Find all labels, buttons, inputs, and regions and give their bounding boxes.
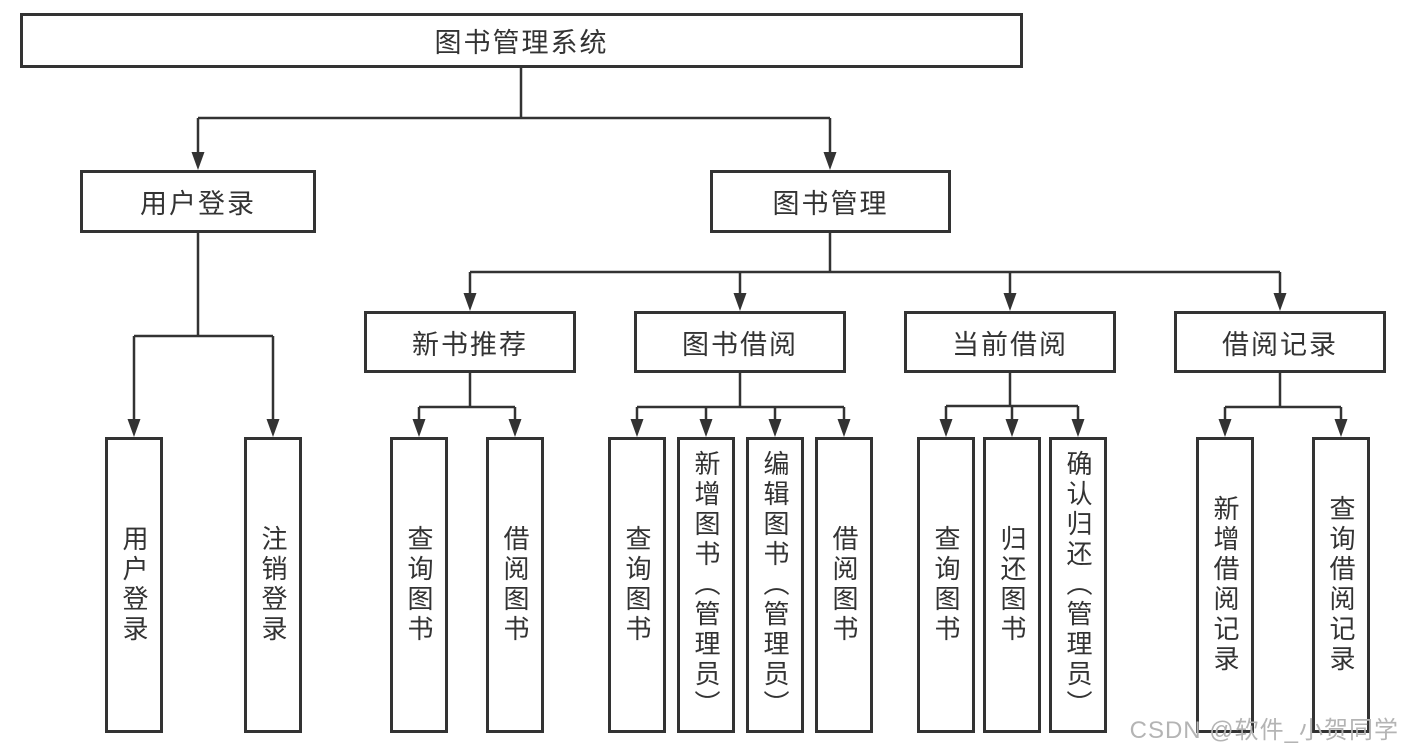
leaf-records-add-label: 新增借阅记录 <box>1210 495 1240 675</box>
connector-login-to-leaves <box>127 233 280 437</box>
node-borrow-records-label: 借阅记录 <box>1222 329 1338 360</box>
node-root-system: 图书管理系统 <box>20 13 1023 68</box>
node-book-borrow: 图书借阅 <box>634 311 846 373</box>
leaf-newbook-query: 查询图书 <box>390 437 448 733</box>
leaf-current-return-label: 归还图书 <box>997 525 1027 645</box>
leaf-logout: 注销登录 <box>244 437 302 733</box>
leaf-current-query: 查询图书 <box>917 437 975 733</box>
leaf-logout-label: 注销登录 <box>258 525 288 645</box>
leaf-borrow-edit-admin: 编辑图书（管理员） <box>746 437 804 733</box>
node-book-mgmt-label: 图书管理 <box>772 189 889 219</box>
node-root-label: 图书管理系统 <box>434 28 609 58</box>
connector-root-to-level2 <box>191 68 837 170</box>
leaf-records-query: 查询借阅记录 <box>1312 437 1370 733</box>
connector-newbook-to-leaves <box>412 373 522 437</box>
leaf-borrow-add-admin-label: 新增图书（管理员） <box>691 450 721 720</box>
csdn-watermark: CSDN @软件_小贺同学 <box>1129 717 1399 744</box>
connector-borrow-to-leaves <box>630 373 851 437</box>
leaf-borrow-borrow-label: 借阅图书 <box>829 525 859 645</box>
node-new-book-rec-label: 新书推荐 <box>412 329 528 360</box>
connector-records-to-leaves <box>1218 373 1348 437</box>
leaf-newbook-query-label: 查询图书 <box>404 525 434 645</box>
leaf-borrow-query-label: 查询图书 <box>622 525 652 645</box>
node-current-borrow-label: 当前借阅 <box>952 329 1068 360</box>
leaf-user-login-label: 用户登录 <box>119 525 149 645</box>
node-user-login-label: 用户登录 <box>140 189 256 219</box>
leaf-user-login: 用户登录 <box>105 437 163 733</box>
leaf-current-query-label: 查询图书 <box>931 525 961 645</box>
node-current-borrow: 当前借阅 <box>904 311 1116 373</box>
connector-mgmt-to-level3 <box>463 233 1287 311</box>
node-new-book-rec: 新书推荐 <box>364 311 576 373</box>
node-book-borrow-label: 图书借阅 <box>682 329 798 360</box>
leaf-records-add: 新增借阅记录 <box>1196 437 1254 733</box>
leaf-current-return: 归还图书 <box>983 437 1041 733</box>
node-borrow-records: 借阅记录 <box>1174 311 1386 373</box>
leaf-current-confirm-admin-label: 确认归还（管理员） <box>1063 450 1093 720</box>
leaf-borrow-edit-admin-label: 编辑图书（管理员） <box>760 450 790 720</box>
leaf-records-query-label: 查询借阅记录 <box>1326 495 1356 675</box>
connector-current-to-leaves <box>939 373 1085 437</box>
node-user-login-group: 用户登录 <box>80 170 316 233</box>
leaf-borrow-add-admin: 新增图书（管理员） <box>677 437 735 733</box>
leaf-borrow-borrow: 借阅图书 <box>815 437 873 733</box>
node-book-mgmt-group: 图书管理 <box>710 170 951 233</box>
leaf-newbook-borrow: 借阅图书 <box>486 437 544 733</box>
leaf-borrow-query: 查询图书 <box>608 437 666 733</box>
leaf-current-confirm-admin: 确认归还（管理员） <box>1049 437 1107 733</box>
leaf-newbook-borrow-label: 借阅图书 <box>500 525 530 645</box>
